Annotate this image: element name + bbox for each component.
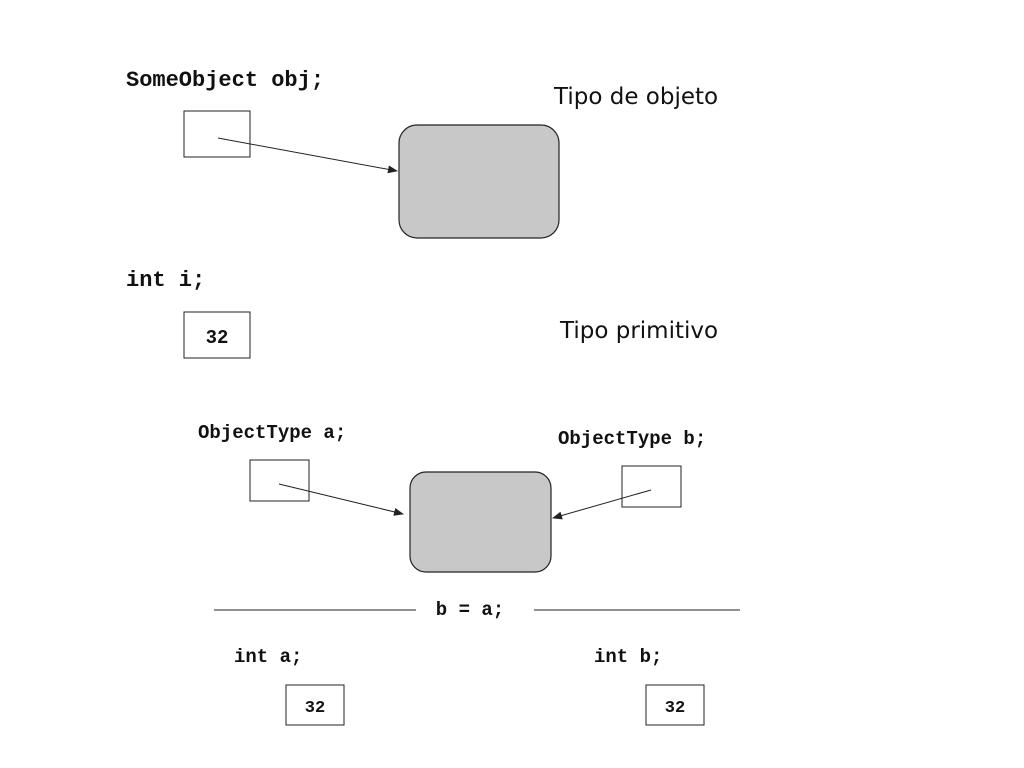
reference-b-arrow [552,489,652,520]
primitive-section: int i; 32 Tipo primitivo [126,268,718,359]
primitive-copy-section: int a; 32 int b; 32 [234,646,705,726]
objecttype-b-declaration: ObjectType b; [558,428,706,450]
heap-object-box [398,124,560,239]
int-b-declaration: int b; [594,646,662,668]
int-i-value-box [183,311,251,359]
int-b-value-box [645,684,705,726]
obj-reference-arrow [217,137,398,174]
object-reference-section: SomeObject obj; Tipo de objeto [126,68,718,239]
reference-a-arrow [278,483,404,516]
assignment-section: ObjectType a; ObjectType b; b = a; [198,422,740,621]
assignment-statement: b = a; [436,599,504,621]
someobject-declaration: SomeObject obj; [126,68,324,93]
obj-reference-box [183,110,251,158]
reference-b-box [621,465,682,508]
shared-heap-object-box [409,471,552,573]
int-a-declaration: int a; [234,646,302,668]
reference-a-box [249,459,310,502]
primitive-type-caption: Tipo primitivo [559,318,718,344]
int-i-value: 32 [206,327,229,349]
int-i-declaration: int i; [126,268,205,293]
int-b-value: 32 [665,699,685,718]
objecttype-a-declaration: ObjectType a; [198,422,346,444]
object-type-caption: Tipo de objeto [553,84,718,110]
int-a-value-box [285,684,345,726]
int-a-value: 32 [305,699,325,718]
